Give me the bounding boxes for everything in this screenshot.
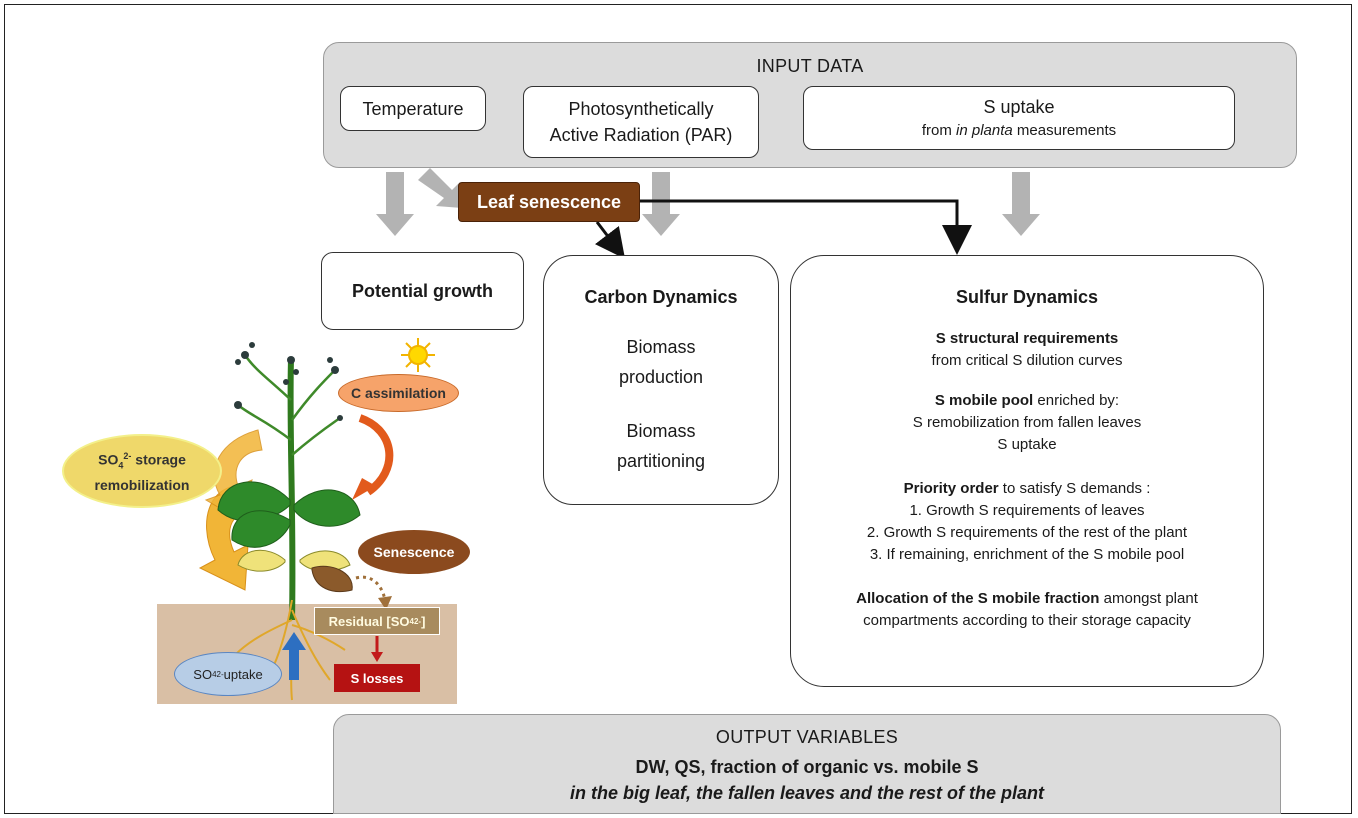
uptake-post: uptake [223, 666, 263, 682]
plant-stem [287, 359, 296, 621]
output-line2: in the big leaf, the fallen leaves and t… [569, 783, 1045, 803]
s-structural-text: from critical S dilution curves [931, 352, 1123, 369]
biomass-partitioning-line2: partitioning [616, 451, 706, 471]
biomass-production-line1: Biomass [626, 337, 696, 357]
uptake-sup: 2- [216, 669, 224, 679]
potential-growth-label: Potential growth [352, 281, 493, 301]
black-arrow-to-carbon [594, 221, 626, 259]
s-mobile-block: S mobile pool enriched by: S remobilizat… [791, 390, 1263, 456]
s-mobile-item1: S remobilization from fallen leaves [912, 414, 1142, 431]
storage-so: SO [98, 451, 119, 468]
yellow-leaves [237, 549, 351, 572]
priority-item3: 3. If remaining, enrichment of the S mob… [869, 546, 1185, 563]
carbon-title: Carbon Dynamics [584, 287, 738, 307]
s-losses-text: S losses [350, 670, 404, 686]
senescence-dotted-arrow [355, 575, 387, 601]
s-uptake-italic: in planta [956, 122, 1013, 139]
priority-heading: Priority order [903, 480, 999, 497]
input-data-title: INPUT DATA [756, 56, 864, 76]
residual-pre: Residual [SO [328, 613, 410, 629]
biomass-partitioning-line1: Biomass [626, 421, 696, 441]
temperature-label: Temperature [362, 98, 464, 119]
priority-item2: 2. Growth S requirements of the rest of … [866, 524, 1188, 541]
residual-sup: 2- [413, 616, 422, 626]
sulfur-title: Sulfur Dynamics [955, 287, 1099, 307]
grey-arrow-s-uptake [1002, 172, 1040, 236]
s-uptake-source: from in planta measurements [922, 120, 1116, 142]
grey-arrow-temperature [376, 172, 414, 236]
flower-clusters [234, 342, 343, 421]
s-mobile-heading-rest: enriched by: [1033, 392, 1120, 409]
carbon-dynamics-box: Carbon Dynamics Biomass production Bioma… [543, 255, 779, 505]
storage-remobilization-label: SO42- storage remobilization [62, 434, 222, 508]
allocation-rest: amongst plant [1099, 590, 1198, 607]
temperature-box: Temperature [340, 86, 486, 131]
output-variables-panel: OUTPUT VARIABLES DW, QS, fraction of org… [333, 714, 1281, 814]
priority-heading-line: Priority order to satisfy S demands : [791, 478, 1263, 500]
uptake-pre: SO [193, 666, 213, 682]
residual-sub: 4 [409, 616, 414, 626]
par-line2: Active Radiation (PAR) [549, 125, 733, 145]
residual-post: ] [421, 613, 426, 629]
biomass-production-line2: production [618, 367, 704, 387]
s-mobile-heading-line: S mobile pool enriched by: [791, 390, 1263, 412]
priority-heading-rest: to satisfy S demands : [998, 480, 1151, 497]
storage-post: storage [131, 451, 186, 468]
grey-arrow-par [642, 172, 680, 236]
sun-icon [401, 338, 435, 372]
s-losses-label: S losses [334, 664, 420, 692]
storage-sup: 2- [123, 451, 132, 462]
s-structural-heading: S structural requirements [935, 330, 1119, 347]
c-assimilation-text: C assimilation [351, 385, 446, 401]
allocation-line2: compartments according to their storage … [863, 612, 1191, 629]
sulfur-dynamics-box: Sulfur Dynamics S structural requirement… [790, 255, 1264, 687]
allocation-heading: Allocation of the S mobile fraction [856, 590, 1100, 607]
c-assimilation-arrow [358, 414, 394, 496]
potential-growth-box: Potential growth [321, 252, 524, 330]
grey-arrow-diagonal [418, 168, 462, 208]
storage-line1: SO42- storage [98, 447, 186, 475]
fallen-leaf [311, 565, 353, 593]
s-uptake-input-box: S uptake from in planta measurements [803, 86, 1235, 150]
biomass-production: Biomass production [544, 332, 778, 392]
senescence-text: Senescence [373, 544, 455, 560]
output-line1: DW, QS, fraction of organic vs. mobile S [635, 757, 979, 777]
storage-line2: remobilization [94, 476, 190, 493]
allocation-block: Allocation of the S mobile fraction amon… [791, 588, 1263, 632]
biomass-partitioning: Biomass partitioning [544, 416, 778, 476]
s-structural-block: S structural requirements from critical … [791, 328, 1263, 372]
allocation-line1: Allocation of the S mobile fraction amon… [791, 588, 1263, 610]
s-mobile-heading: S mobile pool [934, 392, 1034, 409]
priority-block: Priority order to satisfy S demands : 1.… [791, 478, 1263, 566]
green-leaves [217, 481, 361, 548]
par-box: Photosynthetically Active Radiation (PAR… [523, 86, 759, 158]
s-uptake-rest: measurements [1012, 122, 1117, 139]
leaf-senescence-box: Leaf senescence [458, 182, 640, 222]
priority-item1: 1. Growth S requirements of leaves [909, 502, 1145, 519]
par-line1: Photosynthetically [568, 99, 714, 119]
c-assimilation-label: C assimilation [338, 374, 459, 412]
leaf-senescence-label: Leaf senescence [476, 191, 622, 212]
storage-sub: 4 [118, 460, 124, 471]
uptake-arrow-shaft [289, 648, 299, 680]
black-arrow-to-sulfur [640, 199, 972, 255]
output-title: OUTPUT VARIABLES [715, 727, 899, 747]
uptake-sub: 4 [212, 669, 217, 679]
s-mobile-item2: S uptake [997, 436, 1057, 453]
plant-branches [237, 354, 341, 456]
s-uptake-title: S uptake [983, 97, 1055, 117]
s-uptake-from: from [921, 122, 957, 139]
senescence-label: Senescence [358, 530, 470, 574]
